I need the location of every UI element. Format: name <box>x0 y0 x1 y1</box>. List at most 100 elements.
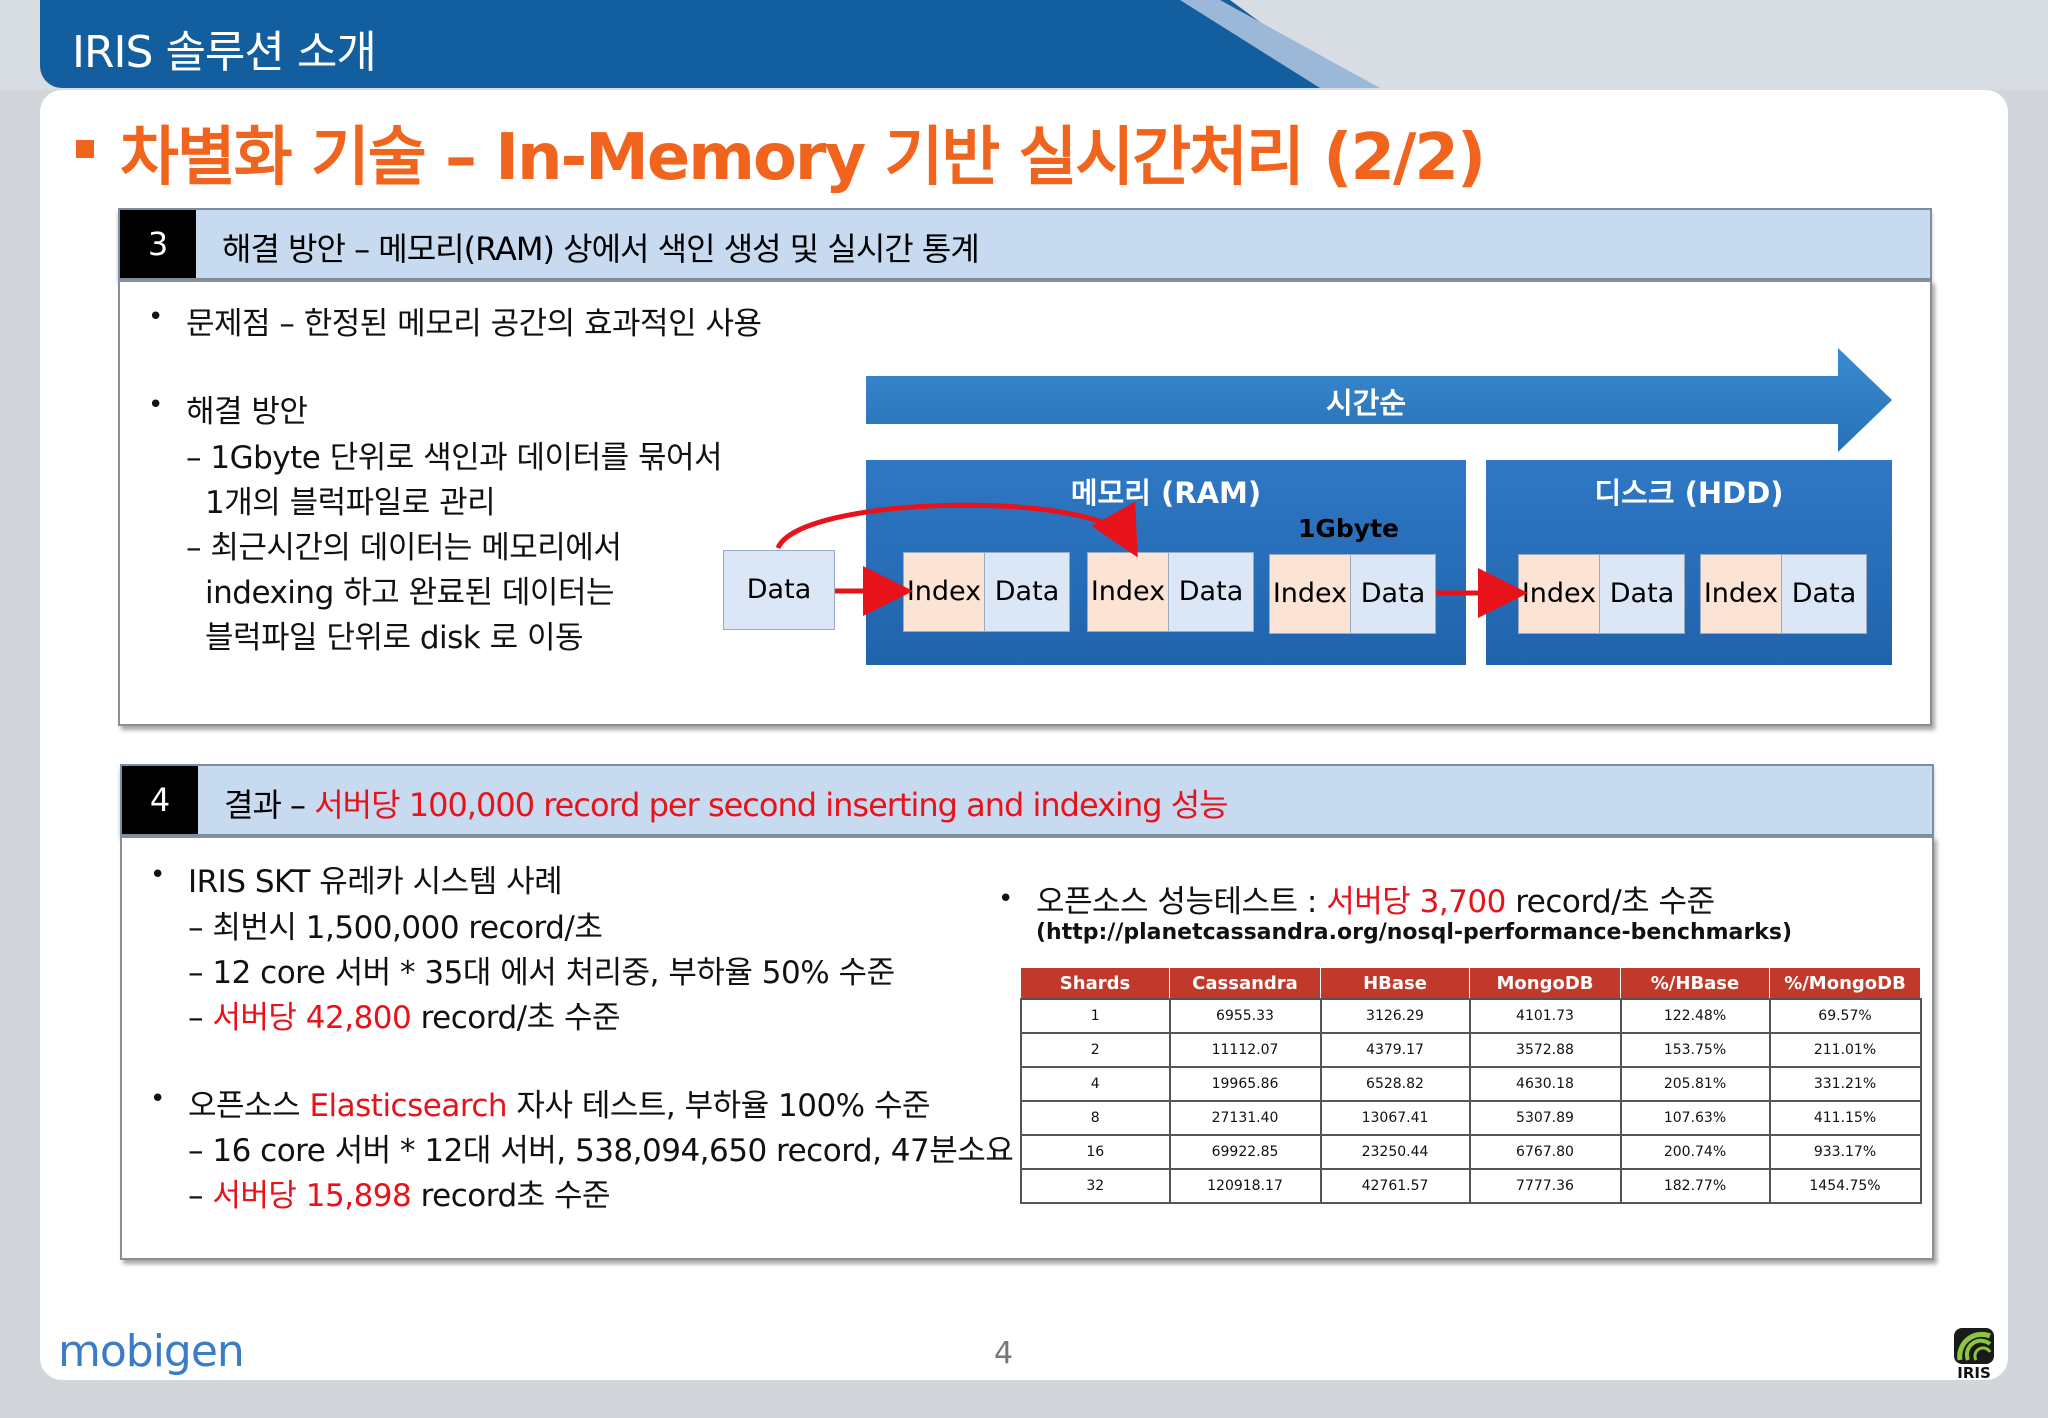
index-box: Index <box>1518 554 1600 634</box>
table-cell: 120918.17 <box>1168 1168 1322 1204</box>
table-cell: 6767.80 <box>1468 1134 1622 1170</box>
line-rest: record초 수준 <box>411 1178 611 1214</box>
section4-line: – 서버당 42,800 record/초 수준 <box>188 992 620 1037</box>
index-box: Index <box>1087 552 1169 632</box>
disk-panel-title: 디스크 (HDD) <box>1594 476 1784 510</box>
page-title-text: 차별화 기술 – In-Memory 기반 실시간처리 (2/2) <box>120 121 1486 195</box>
header-tab-title: IRIS 솔루션 소개 <box>72 27 377 78</box>
data-box: Data <box>1350 554 1436 634</box>
benchmark-url: (http://planetcassandra.org/nosql-perfor… <box>1036 920 1793 945</box>
section4-title-prefix: 결과 – <box>224 786 306 824</box>
section4-line: – 최번시 1,500,000 record/초 <box>188 910 603 946</box>
table-cell: 107.63% <box>1619 1100 1771 1136</box>
index-box: Index <box>903 552 985 632</box>
table-cell: 153.75% <box>1619 1032 1771 1068</box>
table-cell: 122.48% <box>1619 998 1771 1034</box>
bullet-dot: • <box>148 390 164 420</box>
page-title: 차별화 기술 – In-Memory 기반 실시간처리 (2/2) <box>76 106 1486 198</box>
index-box: Index <box>1700 554 1782 634</box>
iris-logo-icon: IRIS <box>1950 1326 1998 1382</box>
table-cell: 331.21% <box>1768 1066 1922 1102</box>
section3-bullet-problem: 문제점 – 한정된 메모리 공간의 효과적인 사용 <box>186 306 762 342</box>
table-header: MongoDB <box>1469 968 1621 999</box>
section3-line: – 최근시간의 데이터는 메모리에서 <box>186 530 622 566</box>
section3-line: 1개의 블럭파일로 관리 <box>205 485 496 521</box>
table-cell: 4630.18 <box>1468 1066 1622 1102</box>
table-cell: 69922.85 <box>1168 1134 1322 1170</box>
section4-line: – 서버당 15,898 record초 수준 <box>188 1170 611 1215</box>
table-cell: 205.81% <box>1619 1066 1771 1102</box>
table-cell: 4101.73 <box>1468 998 1622 1034</box>
table-cell: 3126.29 <box>1319 998 1471 1034</box>
table-cell: 411.15% <box>1768 1100 1922 1136</box>
bullet-square-icon <box>76 140 94 159</box>
table-header: HBase <box>1320 968 1470 999</box>
time-arrow-label: 시간순 <box>1325 386 1407 420</box>
table-cell: 7777.36 <box>1468 1168 1622 1204</box>
section3-bullet-solution: 해결 방안 <box>186 394 308 430</box>
benchmark-table: Shards Cassandra HBase MongoDB %/HBase %… <box>1020 968 1922 1204</box>
benchmark-table-wrap: Shards Cassandra HBase MongoDB %/HBase %… <box>1020 968 1922 1204</box>
table-cell: 23250.44 <box>1319 1134 1471 1170</box>
table-cell: 4379.17 <box>1319 1032 1471 1068</box>
table-cell: 13067.41 <box>1319 1100 1471 1136</box>
section4-line: – 12 core 서버 * 35대 에서 처리중, 부하율 50% 수준 <box>188 955 895 991</box>
section4-bullet-opensource: 오픈소스 성능테스트 : 서버당 3,700 record/초 수준 <box>1036 876 1715 921</box>
data-box: Data <box>1781 554 1867 634</box>
line-rest: record/초 수준 <box>411 1000 621 1036</box>
dash: – <box>188 1178 213 1214</box>
line-rest: record/초 수준 <box>1505 884 1715 920</box>
bullet-dot: • <box>150 1084 166 1114</box>
table-cell: 6528.82 <box>1319 1066 1471 1102</box>
table-cell: 69.57% <box>1768 998 1922 1034</box>
data-box: Data <box>984 552 1070 632</box>
page-number: 4 <box>994 1336 1014 1371</box>
iris-logo-text: IRIS <box>1957 1364 1991 1382</box>
table-cell: 1454.75% <box>1768 1168 1922 1204</box>
highlight-text: 서버당 15,898 <box>212 1178 412 1214</box>
data-box: Data <box>1168 552 1254 632</box>
table-cell: 2 <box>1020 1032 1171 1068</box>
table-cell: 1 <box>1020 998 1171 1034</box>
table-cell: 32 <box>1020 1168 1171 1204</box>
highlight-text: 서버당 42,800 <box>212 1000 412 1036</box>
section3-number: 3 <box>120 210 196 278</box>
highlight-text: Elasticsearch <box>309 1088 508 1124</box>
section4-title: 결과 – 서버당 100,000 record per second inser… <box>224 780 1229 826</box>
section3-line: – 1Gbyte 단위로 색인과 데이터를 묶어서 <box>186 440 723 476</box>
section3-title: 해결 방안 – 메모리(RAM) 상에서 색인 생성 및 실시간 통계 <box>222 230 980 268</box>
table-cell: 6955.33 <box>1168 998 1322 1034</box>
table-header-row: Shards Cassandra HBase MongoDB %/HBase %… <box>1021 968 1921 999</box>
header-tab <box>40 0 1350 88</box>
table-cell: 8 <box>1020 1100 1171 1136</box>
input-data-box: Data <box>723 550 835 630</box>
section3-line: indexing 하고 완료된 데이터는 <box>205 575 615 611</box>
table-cell: 933.17% <box>1768 1134 1922 1170</box>
table-cell: 182.77% <box>1619 1168 1771 1204</box>
table-cell: 200.74% <box>1619 1134 1771 1170</box>
index-box: Index <box>1269 554 1351 634</box>
section4-bullet-skt: IRIS SKT 유레카 시스템 사례 <box>188 864 563 900</box>
table-cell: 5307.89 <box>1468 1100 1622 1136</box>
table-header: %/HBase <box>1620 968 1770 999</box>
table-cell: 42761.57 <box>1319 1168 1471 1204</box>
line-prefix: 오픈소스 성능테스트 : <box>1036 884 1327 920</box>
highlight-text: 서버당 3,700 <box>1326 884 1506 920</box>
line-prefix: 오픈소스 <box>188 1088 310 1124</box>
bullet-dot: • <box>998 884 1014 914</box>
bullet-dot: • <box>148 302 164 332</box>
table-cell: 4 <box>1020 1066 1171 1102</box>
table-cell: 16 <box>1020 1134 1171 1170</box>
section4-bullet-elastic: 오픈소스 Elasticsearch 자사 테스트, 부하율 100% 수준 <box>188 1080 931 1125</box>
gbyte-label: 1Gbyte <box>1298 514 1400 543</box>
section4-title-highlight: 서버당 100,000 record per second inserting … <box>314 786 1228 824</box>
mobigen-logo: mobigen <box>58 1326 245 1377</box>
table-cell: 211.01% <box>1768 1032 1922 1068</box>
table-cell: 3572.88 <box>1468 1032 1622 1068</box>
table-cell: 11112.07 <box>1168 1032 1322 1068</box>
